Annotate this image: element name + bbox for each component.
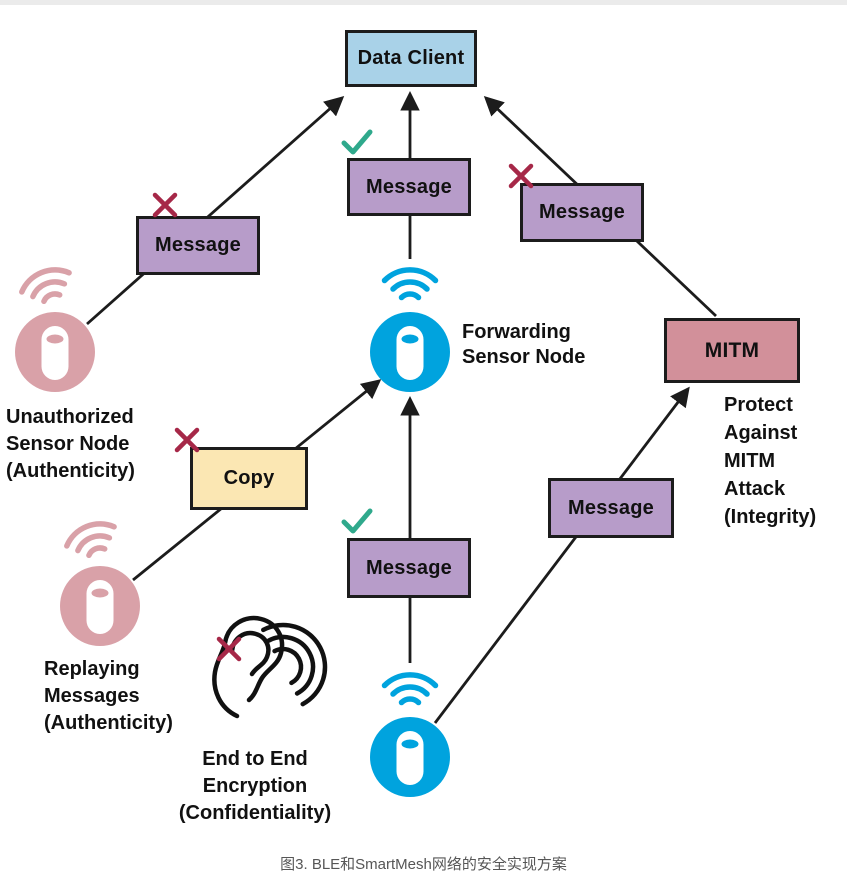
page-edge-strip <box>0 0 847 5</box>
message-box-bottom-center: Message <box>347 538 471 598</box>
cross-icon <box>174 427 200 453</box>
message-box-bottom-right: Message <box>548 478 674 538</box>
radio-waves-icon <box>381 672 439 706</box>
message-box-top-center: Message <box>347 158 471 216</box>
figure-caption: 图3. BLE和SmartMesh网络的安全实现方案 <box>280 856 567 873</box>
ear-icon <box>212 615 328 719</box>
cross-icon <box>152 192 178 218</box>
end-to-end-encryption-label: End to End Encryption (Confidentiality) <box>178 748 332 824</box>
replaying-sensor-node-icon <box>60 521 140 646</box>
arrow-unauthorized-to-dataclient <box>86 96 345 326</box>
message-box-top-right: Message <box>520 183 644 242</box>
forwarding-sensor-node-label: Forwarding Sensor Node <box>462 321 586 368</box>
source-sensor-node-icon <box>370 672 450 797</box>
check-icon <box>341 508 373 534</box>
message-box-top-left: Message <box>136 216 260 275</box>
radio-waves-icon <box>381 267 439 301</box>
cross-icon <box>216 636 242 662</box>
copy-box: Copy <box>190 447 308 510</box>
replaying-messages-label: Replaying Messages (Authenticity) <box>44 658 173 734</box>
mitm-protect-label: Protect Against MITM Attack (Integrity) <box>724 394 817 528</box>
arrow-source-to-mitm <box>433 386 690 724</box>
radio-waves-icon <box>64 521 117 559</box>
forwarding-sensor-node-icon <box>370 267 450 392</box>
cross-icon <box>508 163 534 189</box>
unauthorized-sensor-node-label: Unauthorized Sensor Node (Authenticity) <box>6 406 135 482</box>
sound-waves-icon <box>261 622 328 707</box>
mitm-box: MITM <box>664 318 800 383</box>
unauthorized-sensor-node-icon <box>15 267 95 392</box>
data-client-box: Data Client <box>345 30 477 87</box>
check-icon <box>341 129 373 155</box>
radio-waves-icon <box>19 267 72 305</box>
